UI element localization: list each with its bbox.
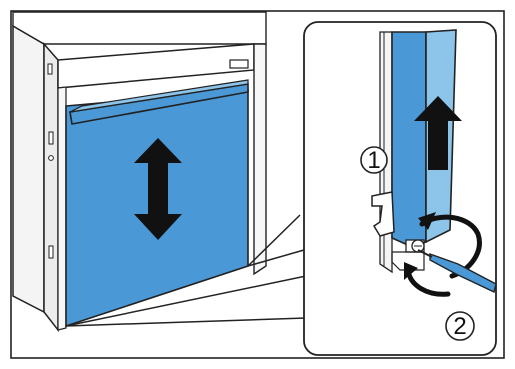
detail-panel-front xyxy=(392,32,426,246)
detail-view: 1 2 xyxy=(304,22,496,355)
hinge-detail xyxy=(49,132,53,144)
frame-left-edge xyxy=(58,87,66,330)
cabinet-top xyxy=(13,12,266,44)
cabinet-side-wall xyxy=(13,26,44,312)
callout-2-label: 2 xyxy=(453,313,466,340)
frame-right xyxy=(254,44,266,274)
appliance-casing xyxy=(44,44,58,330)
hinge-detail xyxy=(49,246,53,258)
screw-detail xyxy=(49,156,54,161)
handle-cap xyxy=(230,60,248,68)
callout-2: 2 xyxy=(446,312,474,340)
callout-1: 1 xyxy=(361,147,387,174)
hinge-detail xyxy=(48,64,52,74)
callout-1-label: 1 xyxy=(367,147,380,174)
